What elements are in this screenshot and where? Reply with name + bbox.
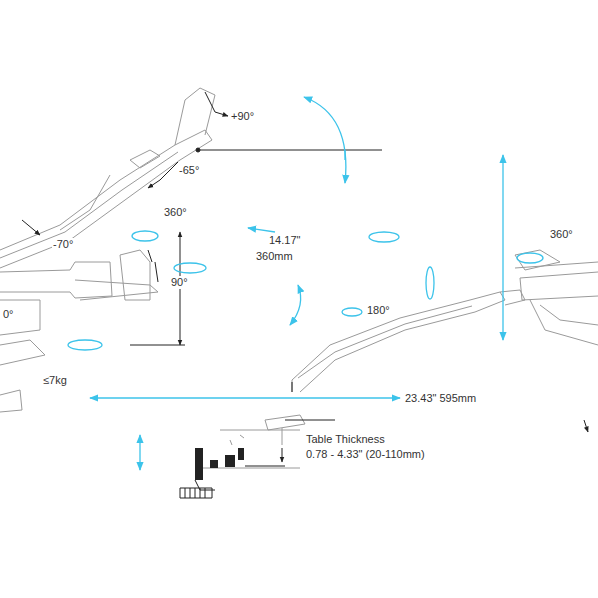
- angle-label: +90°: [230, 110, 255, 123]
- dimension-label: 23.43" 595mm: [404, 392, 477, 405]
- angle-label: -65°: [178, 164, 200, 177]
- dimension-label: 360mm: [255, 250, 294, 263]
- note-label: Table Thickness: [305, 433, 386, 446]
- rotation-label: 180°: [366, 304, 391, 317]
- angle-label: 90°: [170, 276, 189, 289]
- dimension-label: 0.78 - 4.33" (20-110mm): [305, 448, 426, 461]
- angle-label: 0°: [2, 308, 15, 321]
- rotation-label: 360°: [163, 206, 188, 219]
- rotation-label: 360°: [549, 228, 574, 241]
- angle-label: -70°: [52, 238, 74, 251]
- dimension-label: 14.17": [268, 234, 301, 247]
- load-label: ≤7kg: [42, 374, 68, 387]
